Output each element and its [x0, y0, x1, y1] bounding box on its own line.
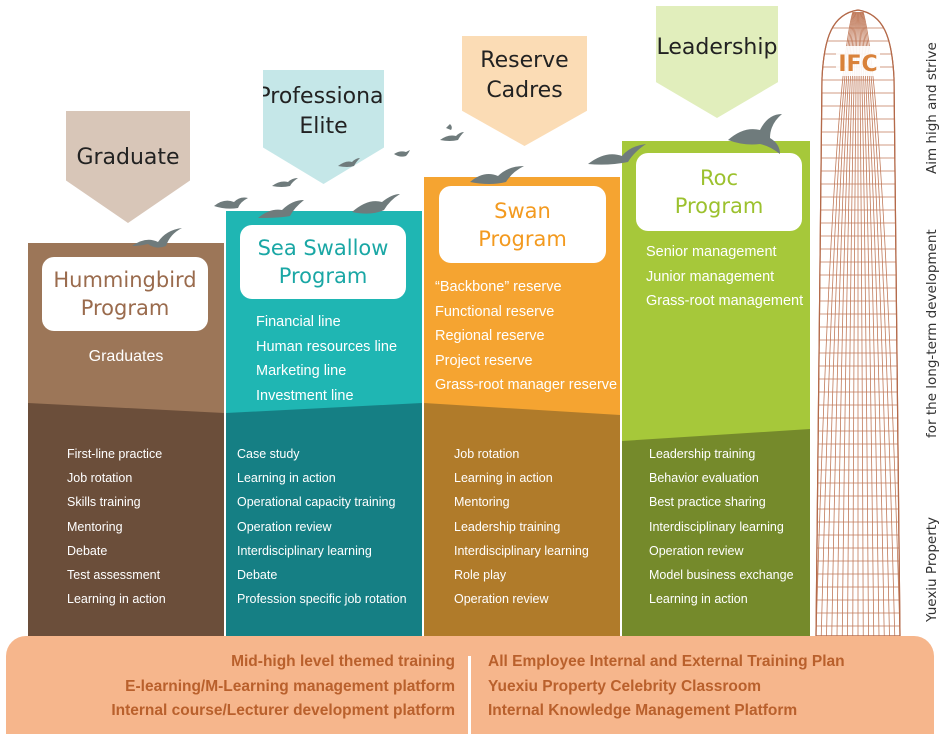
list-item: Debate	[237, 568, 278, 583]
list-item: Functional reserve	[435, 303, 555, 320]
list-item: All Employee Internal and External Train…	[488, 653, 845, 670]
list-item: Case study	[237, 447, 300, 461]
list-item: Learning in action	[649, 592, 748, 607]
list-item: Operation review	[454, 592, 549, 607]
bottom-divider	[468, 656, 471, 734]
list-item: Job rotation	[454, 447, 520, 461]
list-item: Marketing line	[256, 363, 347, 379]
hummingbird-title-card: Hummingbird Program	[42, 257, 208, 331]
list-item: Interdisciplinary learning	[237, 543, 372, 558]
hummingbird-column: Hummingbird Program Graduates First-line…	[28, 243, 224, 636]
ifc-tower-icon: IFC	[815, 9, 901, 636]
hummingbird-title-line2: Program	[80, 296, 170, 320]
list-item: Behavior evaluation	[649, 471, 759, 486]
graduate-label: Graduate	[76, 145, 180, 170]
list-item: First-line practice	[67, 447, 163, 461]
list-item: Learning in action	[67, 592, 166, 607]
list-item: Debate	[67, 543, 108, 558]
list-item: Senior management	[646, 244, 777, 260]
bird-icon	[394, 150, 410, 157]
hummingbird-upper-item: Graduates	[88, 348, 164, 365]
list-item: E-learning/M-Learning management platfor…	[125, 677, 455, 695]
list-item: Operational capacity training	[237, 495, 396, 510]
bird-icon	[470, 166, 524, 184]
swan-title-line1: Swan	[494, 198, 551, 223]
list-item: Internal Knowledge Management Platform	[488, 702, 798, 719]
list-item: Financial line	[256, 314, 341, 330]
professional-elite-label-line1: Professional	[257, 84, 390, 109]
list-item: Test assessment	[67, 568, 161, 583]
list-item: Yuexiu Property Celebrity Classroom	[488, 677, 762, 695]
list-item: Interdisciplinary learning	[649, 519, 784, 534]
reserve-cadres-label-line1: Reserve	[480, 48, 569, 73]
sea-swallow-title-line1: Sea Swallow	[257, 236, 389, 260]
roc-title-line2: Program	[674, 194, 764, 218]
swan-title-card: Swan Program	[439, 186, 606, 263]
list-item: Junior management	[646, 268, 775, 285]
bird-icon	[338, 158, 360, 167]
bird-icon	[132, 228, 182, 248]
list-item: Leadership training	[454, 519, 561, 534]
swan-title-line2: Program	[478, 226, 567, 251]
sea-swallow-lines: Financial line Human resources line Mark…	[256, 310, 397, 408]
sea-swallow-activities: Case study Learning in action Operationa…	[237, 442, 407, 611]
professional-elite-label-line2: Elite	[299, 114, 348, 139]
list-item: “Backbone” reserve	[435, 279, 562, 295]
list-item: Grass-root manager reserve	[435, 377, 618, 393]
list-item: Mentoring	[454, 495, 510, 510]
list-item: Operation review	[237, 519, 332, 534]
swan-reserves: “Backbone” reserve Functional reserve Re…	[435, 275, 617, 398]
bird-icon	[728, 114, 782, 154]
hummingbird-title-line1: Hummingbird	[53, 268, 197, 292]
swan-lower-panel	[424, 403, 620, 636]
list-item: Investment line	[256, 387, 354, 404]
list-item: Regional reserve	[435, 328, 545, 344]
roc-management-levels: Senior management Junior management Gras…	[646, 240, 803, 314]
list-item: Learning in action	[454, 471, 553, 486]
bird-icon	[588, 144, 646, 165]
hummingbird-activities: First-line practice Job rotation Skills …	[67, 442, 166, 611]
bird-icon	[446, 124, 452, 130]
tower-label: IFC	[838, 52, 877, 77]
list-item: Operation review	[649, 543, 744, 558]
reserve-cadres-label-line2: Cadres	[486, 78, 563, 103]
sea-swallow-title-card: Sea Swallow Program	[240, 225, 406, 299]
list-item: Grass-root management	[646, 293, 804, 309]
list-item: Job rotation	[67, 471, 133, 486]
list-item: Project reserve	[435, 352, 533, 369]
list-item: Internal course/Lecturer development pla…	[111, 702, 455, 719]
bird-icon	[258, 200, 304, 218]
list-item: Profession specific job rotation	[237, 592, 407, 607]
list-item: Model business exchange	[649, 568, 794, 583]
roc-title-line1: Roc	[699, 166, 739, 190]
list-item: Best practice sharing	[649, 495, 766, 510]
list-item: Mid-high level themed training	[231, 653, 455, 670]
leadership-label: Leadership	[656, 35, 778, 60]
sea-swallow-column: Sea Swallow Program Financial line Human…	[226, 211, 422, 636]
swan-activities: Job rotation Learning in action Mentorin…	[454, 442, 589, 611]
list-item: Human resources line	[256, 338, 398, 355]
roc-title-card: Roc Program	[636, 153, 802, 231]
hummingbird-lower-panel	[28, 403, 224, 636]
roc-lower-panel	[622, 429, 810, 636]
bird-icon	[440, 132, 464, 141]
sea-swallow-title-line2: Program	[278, 264, 368, 288]
bottom-right-list: All Employee Internal and External Train…	[488, 650, 845, 724]
roc-activities: Leadership training Behavior evaluation …	[649, 442, 794, 611]
list-item: Leadership training	[649, 447, 756, 461]
bird-icon	[272, 178, 298, 187]
list-item: Skills training	[67, 495, 141, 510]
roc-column: Roc Program Senior management Junior man…	[622, 141, 810, 636]
list-item: Mentoring	[67, 519, 123, 534]
list-item: Learning in action	[237, 471, 336, 486]
bottom-left-list: Mid-high level themed training E-learnin…	[111, 650, 455, 724]
swan-column: Swan Program “Backbone” reserve Function…	[424, 177, 620, 636]
sea-swallow-lower-panel	[226, 403, 422, 636]
bird-icon	[352, 194, 400, 214]
list-item: Role play	[454, 568, 507, 583]
list-item: Interdisciplinary learning	[454, 543, 589, 558]
bird-icon	[214, 197, 248, 209]
reserve-cadres-arrow: Reserve Cadres	[462, 36, 587, 146]
